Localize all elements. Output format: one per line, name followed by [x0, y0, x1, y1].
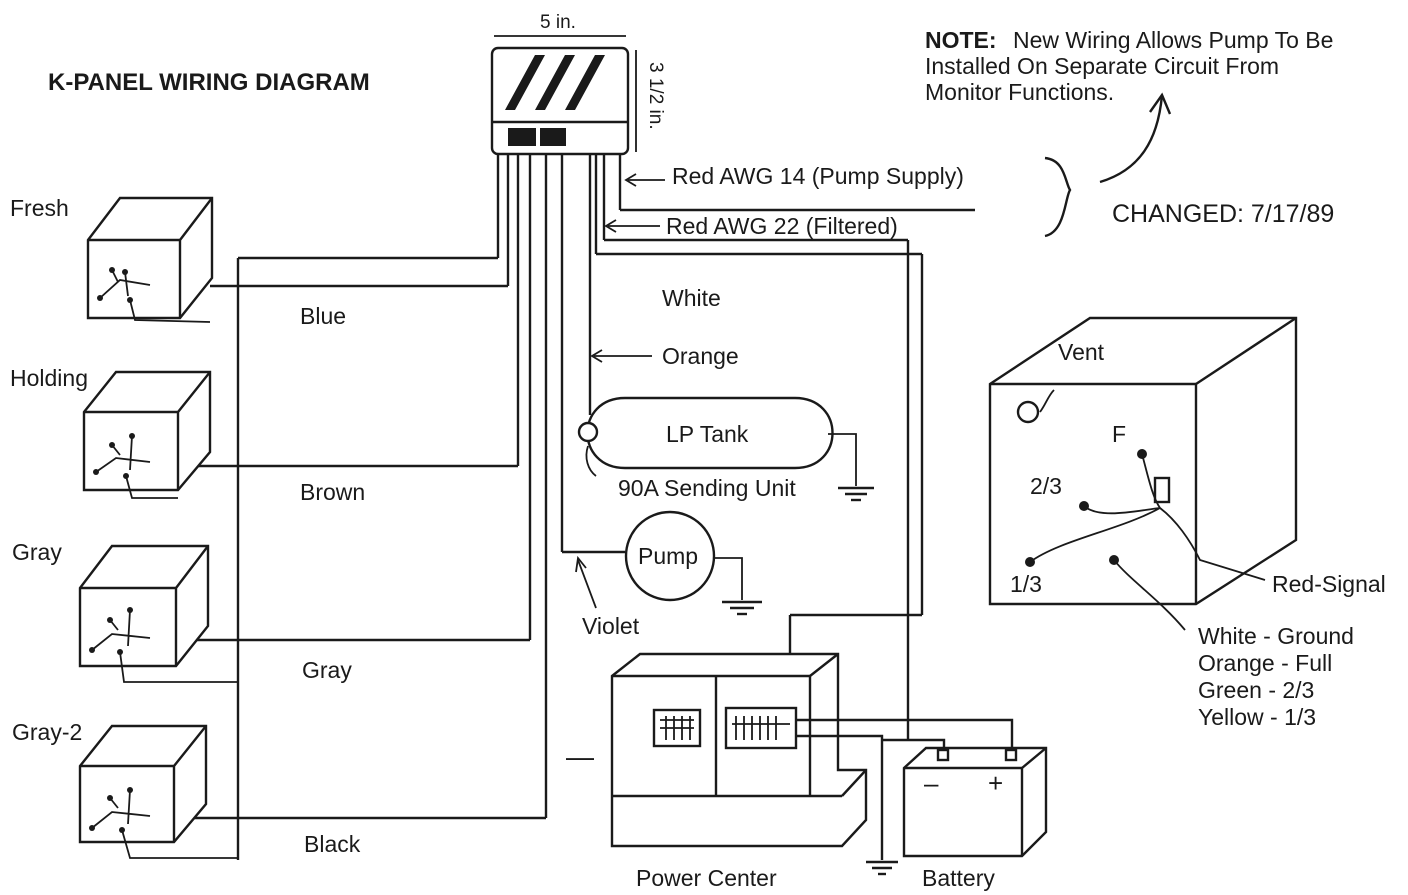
wire-gray-label: Gray: [302, 657, 352, 683]
violet-arrow: [577, 559, 597, 609]
tank-holding: [82, 370, 212, 499]
sensor-vent-label: Vent: [1058, 339, 1105, 365]
wire-orange-label: Orange: [662, 343, 739, 369]
note-arrowhead: [1149, 92, 1172, 115]
note-line-1: New Wiring Allows Pump To Be: [1013, 27, 1333, 53]
tank-gray-label: Gray: [12, 539, 62, 565]
tank-fresh-label: Fresh: [10, 195, 69, 221]
pump-supply-label: Red AWG 14 (Pump Supply): [672, 163, 964, 189]
tank-gray: [78, 544, 238, 683]
note-prefix: NOTE:: [925, 27, 997, 53]
tank-gray2: [78, 724, 238, 859]
lp-tank: [577, 396, 874, 502]
legend-item: White - Ground: [1198, 623, 1354, 649]
power-center: [610, 652, 868, 848]
k-panel: [490, 46, 630, 156]
note-line-3: Monitor Functions.: [925, 79, 1114, 105]
panel-wires: [160, 154, 975, 860]
pump: [624, 510, 762, 616]
battery-negative: –: [924, 768, 939, 798]
wire-white-label: White: [662, 285, 721, 311]
battery: [902, 746, 1048, 858]
sensor-one-third-label: 1/3: [1010, 571, 1042, 597]
power-center-label: Power Center: [636, 865, 777, 891]
battery-positive: +: [988, 768, 1003, 798]
lp-sender-label: 90A Sending Unit: [618, 475, 796, 501]
wire-violet-label: Violet: [582, 613, 640, 639]
power-center-dash: —: [566, 741, 594, 772]
diagram-title: K-PANEL WIRING DIAGRAM: [48, 69, 370, 96]
panel-indicator-bars: [505, 55, 605, 110]
wire-blue-label: Blue: [300, 303, 346, 329]
vent-arrow: [1039, 389, 1055, 413]
tank-fresh: [86, 196, 214, 323]
legend-item: Orange - Full: [1198, 650, 1332, 676]
legend-item: Yellow - 1/3: [1198, 704, 1316, 730]
legend-item: Green - 2/3: [1198, 677, 1314, 703]
note-arrow: [1099, 94, 1164, 184]
pump-label: Pump: [638, 543, 698, 569]
panel-height-label: 3 1/2 in.: [645, 62, 666, 130]
sensor-full-label: F: [1112, 421, 1126, 447]
wire-black-label: Black: [304, 831, 361, 857]
sensor-red-signal-label: Red-Signal: [1272, 571, 1386, 597]
battery-label: Battery: [922, 865, 995, 891]
changed-date: CHANGED: 7/17/89: [1112, 200, 1334, 228]
sensor-cube: [988, 316, 1298, 631]
filtered-label: Red AWG 22 (Filtered): [666, 213, 898, 239]
tank-holding-label: Holding: [10, 365, 88, 391]
sensor-two-thirds-label: 2/3: [1030, 473, 1062, 499]
panel-width-label: 5 in.: [540, 12, 576, 33]
wire-brown-label: Brown: [300, 479, 365, 505]
note-line-2: Installed On Separate Circuit From: [925, 53, 1279, 79]
tank-gray2-label: Gray-2: [12, 719, 82, 745]
bracket-brace: [1044, 156, 1072, 238]
lp-tank-label: LP Tank: [666, 421, 749, 447]
